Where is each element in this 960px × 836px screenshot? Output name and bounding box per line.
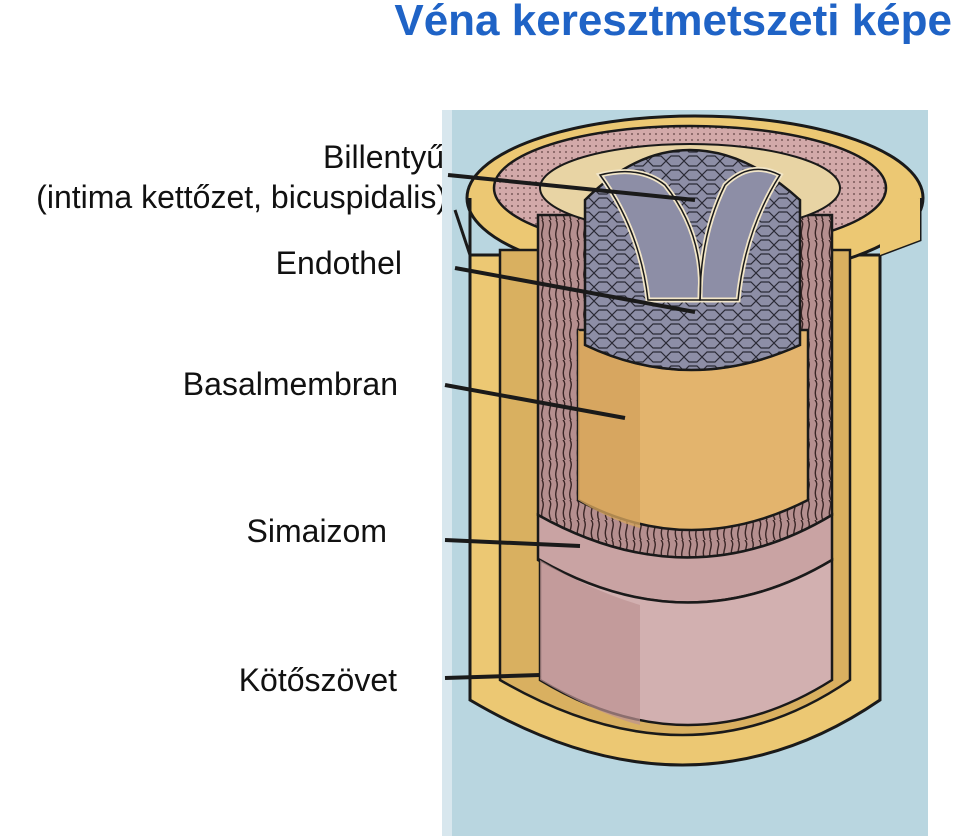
endothelium-valve [540,144,840,370]
